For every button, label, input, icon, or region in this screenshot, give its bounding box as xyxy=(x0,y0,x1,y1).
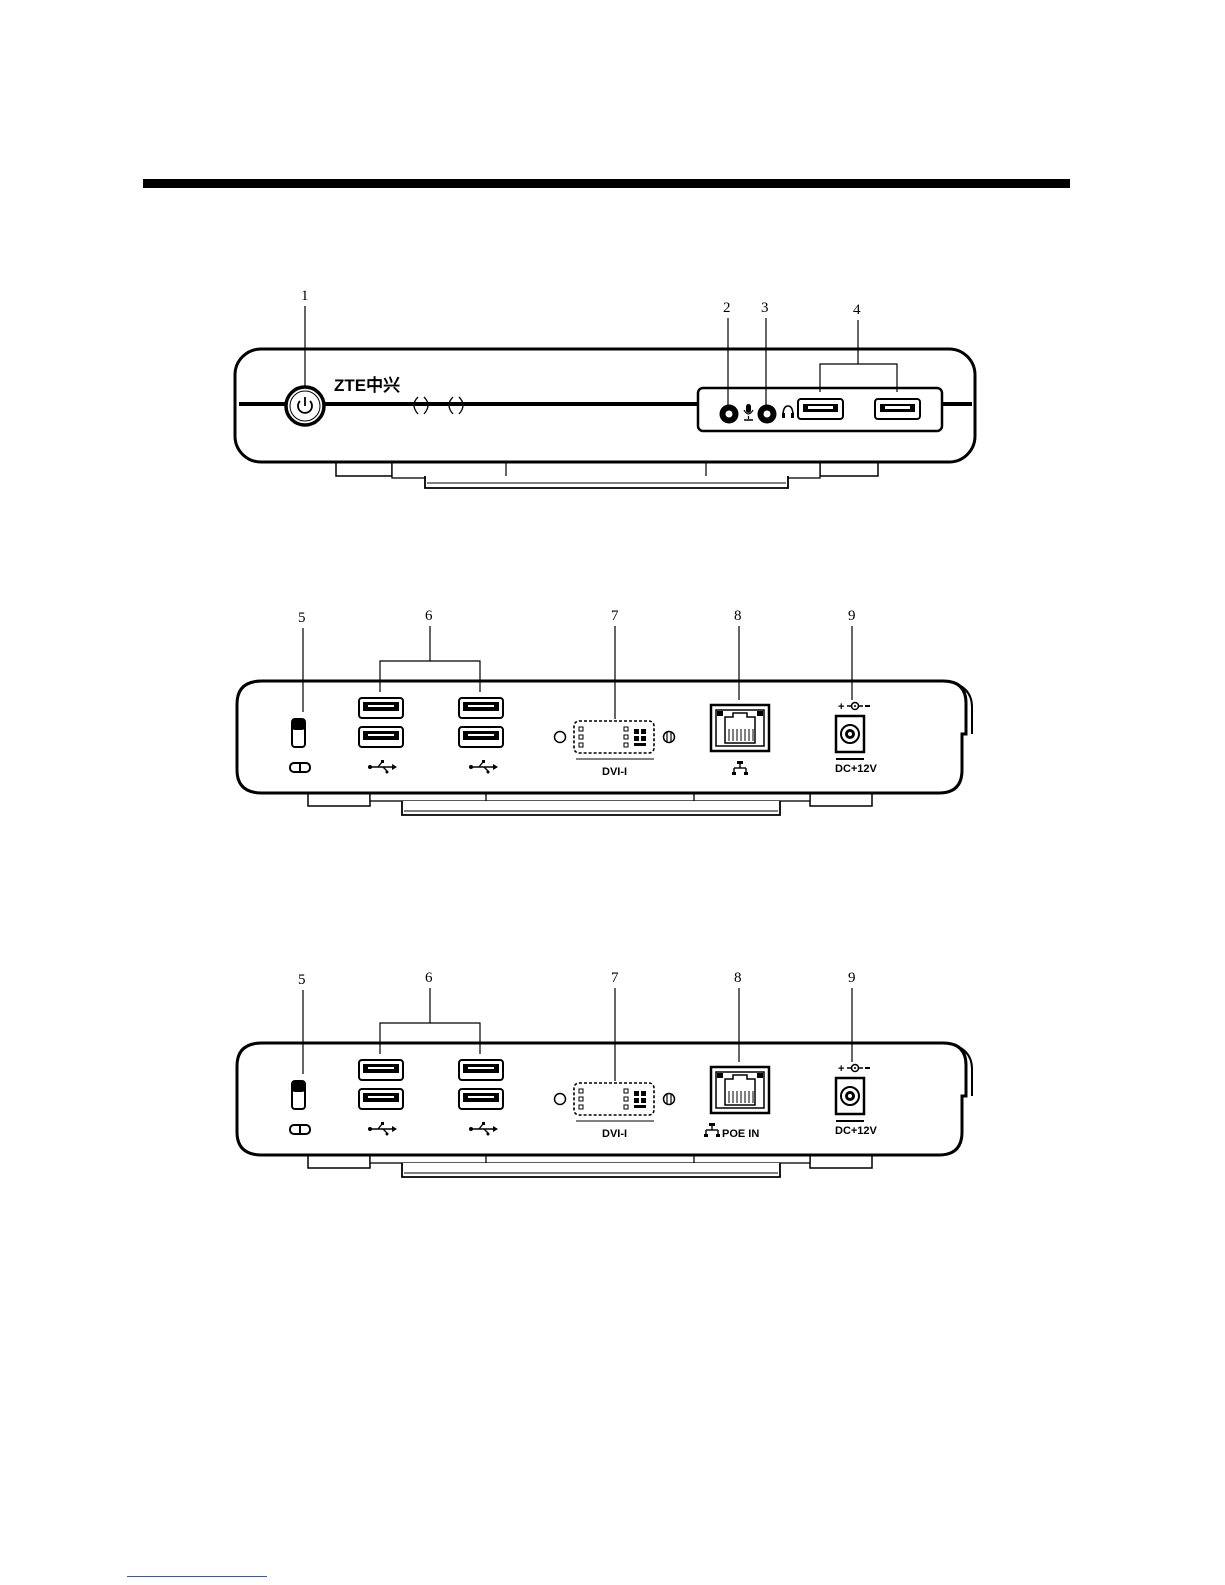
lock-slot xyxy=(292,1081,305,1109)
callout-7: 7 xyxy=(611,970,619,986)
dvi-screw-right xyxy=(664,732,675,743)
brand-logo: ZTE中兴 xyxy=(334,375,400,395)
rear-usb-port-2 xyxy=(359,727,403,747)
front-usb-port-1 xyxy=(798,399,843,419)
rear-usb-port-4 xyxy=(459,727,503,747)
dc-power-jack xyxy=(836,716,864,752)
callout-4: 4 xyxy=(853,302,861,318)
microphone-jack xyxy=(720,405,739,424)
callout-5: 5 xyxy=(298,610,306,626)
poe-lan-port xyxy=(711,1067,769,1113)
dvi-screw-left xyxy=(555,1094,566,1105)
lock-slot xyxy=(292,719,305,747)
rear-panel-poe: DVI-I POE IN DC+12V 5 6 7 8 9 xyxy=(237,970,972,1177)
rear-usb-port-2 xyxy=(359,1089,403,1109)
callout-1: 1 xyxy=(301,288,309,304)
callout-3: 3 xyxy=(761,300,769,316)
power-label-bar xyxy=(836,758,864,760)
dc-power-jack xyxy=(836,1078,864,1114)
rear-usb-port-1 xyxy=(359,1060,403,1080)
dvi-screw-right xyxy=(664,1094,675,1105)
callout-7: 7 xyxy=(611,608,619,624)
rear-usb-port-4 xyxy=(459,1089,503,1109)
front-usb-port-2 xyxy=(875,399,920,419)
callout-8: 8 xyxy=(734,608,742,624)
footer-link-rule xyxy=(127,1576,267,1577)
power-label: DC+12V xyxy=(835,1125,878,1137)
dvi-port xyxy=(574,1083,654,1115)
power-label: DC+12V xyxy=(835,763,878,775)
rear-usb-port-3 xyxy=(459,698,503,718)
callout-9: 9 xyxy=(848,608,856,624)
power-button xyxy=(286,387,324,425)
power-label-bar xyxy=(836,1120,864,1122)
poe-label: POE IN xyxy=(722,1128,759,1140)
dvi-label: DVI-I xyxy=(602,1128,627,1140)
dvi-screw-left xyxy=(555,732,566,743)
rear-usb-port-3 xyxy=(459,1060,503,1080)
headphone-jack xyxy=(758,405,777,424)
front-panel: ZTE中兴 1 2 3 xyxy=(235,288,975,488)
dvi-port xyxy=(574,721,654,753)
callout-5: 5 xyxy=(298,972,306,988)
callout-2: 2 xyxy=(723,300,731,316)
rear-usb-port-1 xyxy=(359,698,403,718)
dvi-label: DVI-I xyxy=(602,766,627,778)
lan-port xyxy=(711,705,769,751)
callout-6: 6 xyxy=(425,608,433,624)
rear-panel-standard: DVI-I DC+12V 5 6 7 8 9 xyxy=(237,608,972,815)
callout-9: 9 xyxy=(848,970,856,986)
callout-8: 8 xyxy=(734,970,742,986)
callout-6: 6 xyxy=(425,970,433,986)
